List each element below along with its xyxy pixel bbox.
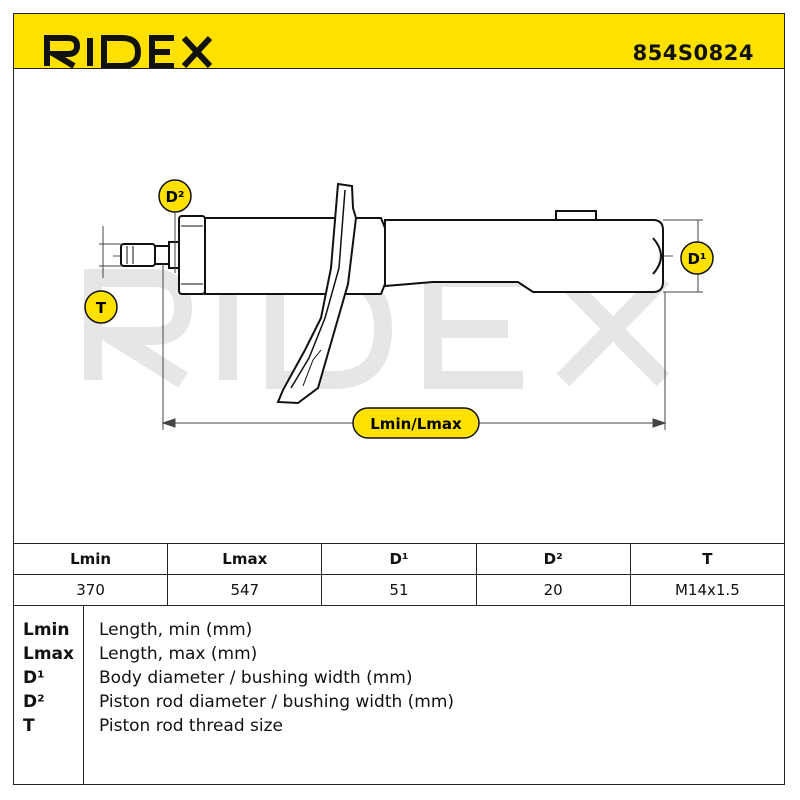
legend-row-lmin: Lmin Length, min (mm) [13, 620, 785, 644]
d1-label: D¹ [680, 241, 714, 275]
svg-text:T: T [96, 299, 107, 317]
col-lmin: Lmin [12, 543, 169, 575]
part-number: 854S0824 [632, 41, 754, 65]
d2-label: D² [158, 179, 192, 213]
legend-row-lmax: Lmax Length, max (mm) [13, 644, 785, 668]
legend-row-t: T Piston rod thread size [13, 716, 785, 740]
specs-header-row: Lmin Lmax D¹ D² T [12, 543, 786, 575]
col-d2: D² [475, 543, 631, 575]
legend-desc: Length, min (mm) [99, 620, 253, 640]
svg-text:D²: D² [165, 188, 184, 206]
value-lmax: 547 [167, 574, 323, 606]
legend-key: T [23, 716, 35, 736]
technical-drawing: D² T D¹ Lmin/Lmax [81, 179, 714, 439]
legend: Lmin Length, min (mm) Lmax Length, max (… [13, 606, 785, 785]
legend-desc: Piston rod diameter / bushing width (mm) [99, 692, 455, 712]
legend-key: Lmax [23, 644, 74, 664]
svg-text:Lmin/Lmax: Lmin/Lmax [370, 415, 462, 433]
length-label: Lmin/Lmax [352, 407, 480, 439]
legend-key: D² [23, 692, 45, 712]
svg-text:D¹: D¹ [687, 250, 706, 268]
value-d2: 20 [475, 574, 631, 606]
ridex-logo [44, 35, 213, 68]
value-lmin: 370 [12, 574, 169, 606]
t-label: T [84, 290, 118, 324]
legend-key: Lmin [23, 620, 70, 640]
legend-row-d2: D² Piston rod diameter / bushing width (… [13, 692, 785, 716]
specs-value-row: 370 547 51 20 M14x1.5 [12, 574, 786, 606]
document-frame [13, 13, 785, 785]
col-lmax: Lmax [167, 543, 323, 575]
legend-desc: Length, max (mm) [99, 644, 258, 664]
specs-table: Lmin Lmax D¹ D² T 370 547 51 20 M14x1.5 [12, 543, 786, 606]
shock-absorber-illustration [120, 182, 664, 405]
legend-divider [83, 606, 84, 785]
header-bar: 854S0824 [13, 13, 785, 69]
col-d1: D¹ [321, 543, 477, 575]
value-t: M14x1.5 [629, 574, 786, 606]
col-t: T [629, 543, 786, 575]
legend-desc: Body diameter / bushing width (mm) [99, 668, 413, 688]
legend-row-d1: D¹ Body diameter / bushing width (mm) [13, 668, 785, 692]
legend-desc: Piston rod thread size [99, 716, 284, 736]
legend-key: D¹ [23, 668, 45, 688]
value-d1: 51 [321, 574, 477, 606]
